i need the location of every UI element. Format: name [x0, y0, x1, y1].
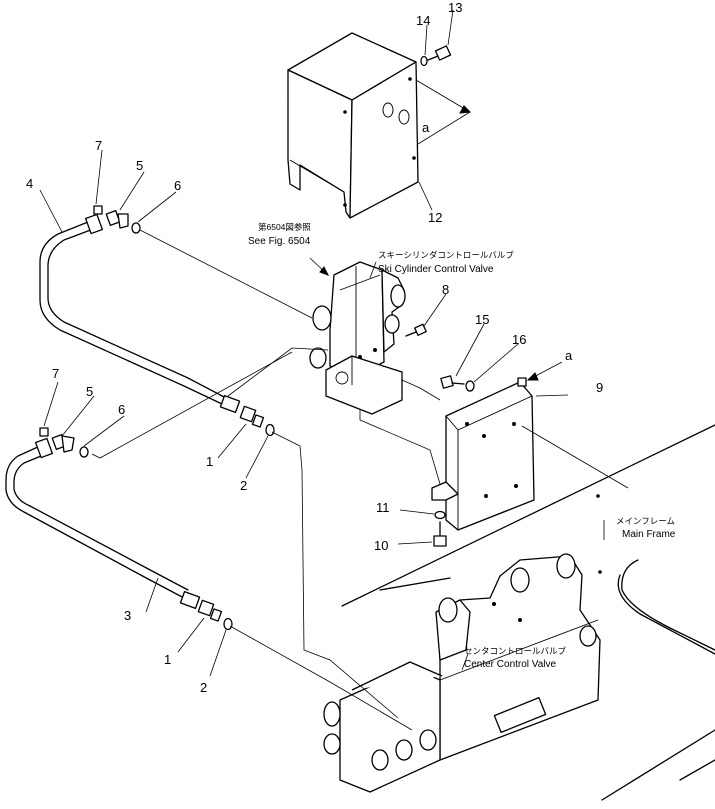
callout-6-bottom: 6 — [118, 402, 125, 417]
callout-9: 9 — [596, 380, 603, 395]
hose-3-end-top — [34, 427, 54, 459]
adapter-1-top — [239, 405, 265, 428]
callout-7-top: 7 — [95, 138, 102, 153]
elbow-5-bottom — [51, 434, 75, 453]
elbow-5-top — [105, 210, 129, 229]
callout-11: 11 — [376, 500, 390, 515]
valve-cover — [287, 32, 419, 219]
ski-valve-jp: スキーシリンダコントロールバルブ — [378, 250, 514, 260]
callout-8: 8 — [442, 282, 449, 297]
callout-5-top: 5 — [136, 158, 143, 173]
callout-6-top: 6 — [174, 178, 181, 193]
ski-valve-en: Ski Cylinder Control Valve — [378, 264, 494, 275]
callout-7-bottom: 7 — [52, 366, 59, 381]
main-frame-en: Main Frame — [622, 529, 676, 540]
washer-16 — [465, 380, 475, 392]
callout-13: 13 — [448, 0, 462, 15]
callout-1-bottom: 1 — [164, 652, 171, 667]
callout-3: 3 — [124, 608, 131, 623]
o-ring-2-top — [265, 423, 275, 437]
hose-4-end-top — [84, 205, 104, 235]
hose-3 — [5, 445, 189, 599]
hose-4 — [39, 221, 227, 405]
see-fig-en: See Fig. 6504 — [248, 236, 311, 247]
ski-cylinder-control-valve — [309, 261, 406, 415]
o-ring-6-bottom — [79, 446, 89, 458]
callout-15: 15 — [475, 312, 489, 327]
o-ring-2-bottom — [223, 617, 233, 631]
callout-5-bottom: 5 — [86, 384, 93, 399]
main-frame — [341, 424, 715, 801]
bolt-15 — [440, 375, 475, 392]
hose-4-end-bottom — [219, 394, 241, 414]
callout-4: 4 — [26, 176, 33, 191]
adapter-1-bottom — [197, 599, 223, 622]
center-control-valve — [323, 553, 601, 793]
callout-14: 14 — [416, 13, 430, 28]
callout-1-top: 1 — [206, 454, 213, 469]
o-ring-6-top — [131, 222, 141, 234]
washer-14 — [420, 55, 428, 67]
view-mark-side: a — [565, 348, 573, 363]
washer-11 — [434, 510, 446, 520]
view-arrow-a-side: a — [526, 348, 573, 381]
callout-2-top: 2 — [240, 478, 247, 493]
hose-3-end-bottom — [179, 590, 201, 610]
callout-16: 16 — [512, 332, 526, 347]
bolt-10 — [433, 510, 447, 547]
bolt-8 — [405, 323, 427, 337]
view-arrow-a-top: a — [415, 79, 472, 145]
center-valve-en: Center Control Valve — [464, 659, 557, 670]
view-mark-top: a — [422, 120, 430, 135]
mounting-bracket — [431, 377, 535, 531]
callout-2-bottom: 2 — [200, 680, 207, 695]
center-valve-jp: センタコントロールバルブ — [464, 646, 567, 656]
callout-10: 10 — [374, 538, 388, 553]
callout-12: 12 — [428, 210, 442, 225]
bolt-13 — [420, 45, 452, 67]
main-frame-jp: メインフレーム — [616, 516, 675, 526]
see-fig-jp: 第6504図参照 — [258, 222, 311, 232]
